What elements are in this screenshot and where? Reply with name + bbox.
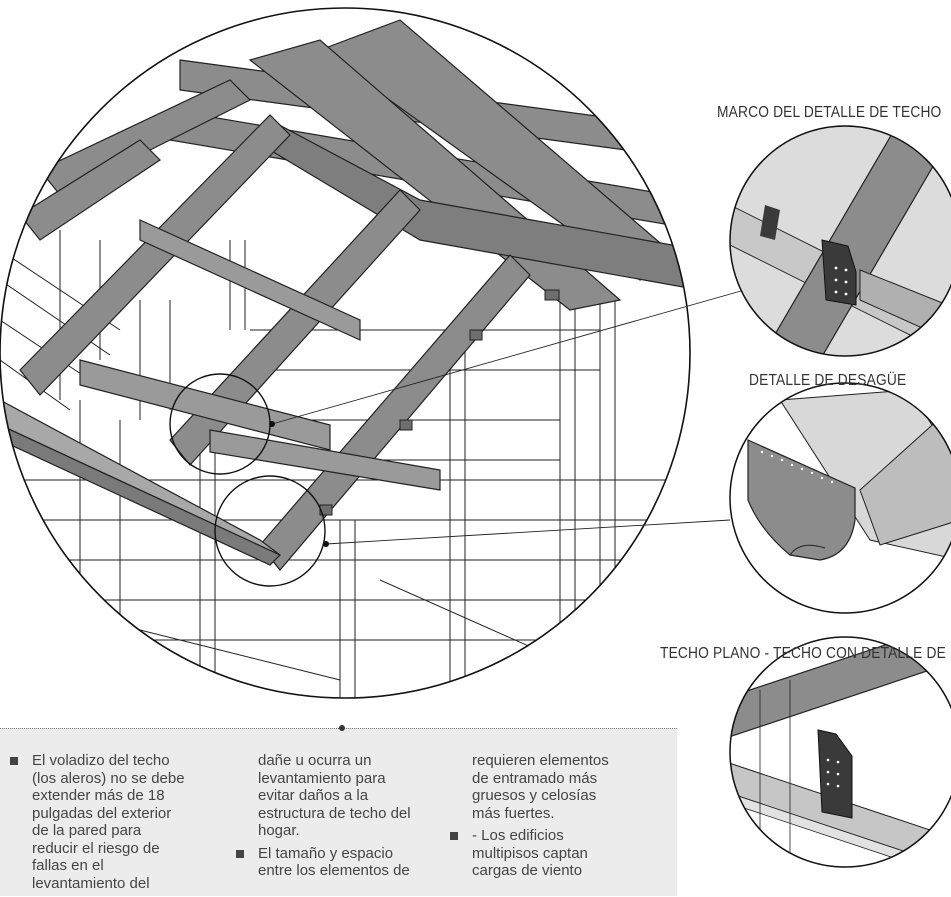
label-roof-frame-detail: MARCO DEL DETALLE DE TECHO [717,104,942,121]
bracket-icon [821,239,857,306]
notes-divider-dot [339,725,345,731]
notes-panel [0,728,677,896]
notes-divider [0,728,677,729]
list-item: - Los edificios multipisos captan cargas… [450,827,625,880]
notes-column-2: dañe u ocurra un levantamiento para evit… [236,752,411,885]
detail-roof-frame-outline [729,125,951,357]
bracket-icon [817,729,853,819]
callout-circle-gutter [214,475,326,587]
detail-roof-frame [730,126,951,356]
gutter-run [0,398,282,566]
bullet-icon [10,757,18,765]
detail-gutter [730,383,951,613]
main-circle-outline [0,7,691,699]
label-gutter-detail: DETALLE DE DESAGÜE [749,372,907,389]
bullet-icon [236,849,244,858]
list-item-continuation: dañe u ocurra un levantamiento para evit… [258,752,411,839]
main-rafters [19,114,531,571]
rafter-tails [319,289,560,516]
purlins [79,219,441,491]
notes-column-1: El voladizo del techo (los aleros) no se… [10,752,185,897]
leader-dot-gutter [323,541,329,547]
list-item: El voladizo del techo (los aleros) no se… [10,752,185,892]
bullet-icon [450,832,458,840]
detail-gutter-outline [729,382,951,614]
notes-column-3: requieren elementos de entramado más gru… [450,752,625,885]
list-item: El tamaño y espacio entre los elementos … [236,845,411,880]
detail-flat-roof-outline [729,636,951,868]
label-flat-roof-detail: TECHO PLANO - TECHO CON DETALLE DE [660,645,946,662]
detail-flat-roof [730,637,951,867]
leader-dot-roof-frame [269,421,275,427]
list-item-continuation: requieren elementos de entramado más gru… [472,752,609,822]
bracket-icon [760,205,780,240]
leader-lines [271,288,749,545]
